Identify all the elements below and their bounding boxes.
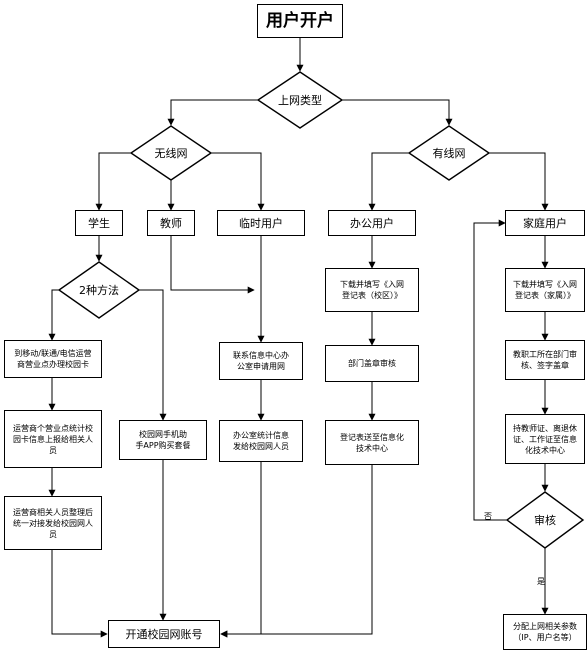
student-step-report: 运营商个营业点统计校 园卡信息上报给相关人 员 xyxy=(4,410,102,468)
office-step-form: 下载并填写《入网 登记表（校区）》 xyxy=(325,268,419,312)
net-type-decision xyxy=(256,71,344,129)
home-step-form: 下载并填写《入网 登记表（家属）》 xyxy=(505,268,585,312)
home-step-assign: 分配上网相关参数 （IP、用户名等） xyxy=(503,614,587,650)
student-step-forward: 运营商相关人员整理后 统一对接发给校园网人 员 xyxy=(4,496,102,550)
end-box-open-account: 开通校园网账号 xyxy=(108,620,220,648)
home-step-approve: 教职工所在部门审 核、签字盖章 xyxy=(505,340,585,380)
student-step-app: 校园网手机助 手APP购买套餐 xyxy=(119,420,207,460)
office-step-stamp: 部门盖章审核 xyxy=(325,345,419,382)
wired-decision xyxy=(407,125,491,181)
office-step-submit: 登记表送至信息化 技术中心 xyxy=(325,420,419,465)
review-yes-label: 是 xyxy=(537,577,545,586)
review-decision xyxy=(505,491,585,549)
review-no-label: 否 xyxy=(484,512,492,521)
two-methods-decision xyxy=(57,261,141,319)
title-box: 用户开户 xyxy=(257,4,343,38)
student-step-card: 到移动/联通/电信运营 商营业点办理校园卡 xyxy=(4,340,102,378)
user-home-box: 家庭用户 xyxy=(505,210,585,236)
user-office-box: 办公用户 xyxy=(328,210,416,236)
home-step-certificate: 持教师证、离退休 证、工作证至信息 化技术中心 xyxy=(505,414,585,464)
user-teacher-box: 教师 xyxy=(147,210,195,236)
user-temp-box: 临时用户 xyxy=(217,210,305,236)
connectors xyxy=(48,38,549,638)
wireless-decision xyxy=(129,125,213,181)
user-student-box: 学生 xyxy=(75,210,123,236)
temp-step-apply: 联系信息中心办 公室申请用网 xyxy=(219,342,303,380)
temp-step-office: 办公室统计信息 发给校园网人员 xyxy=(219,420,303,462)
